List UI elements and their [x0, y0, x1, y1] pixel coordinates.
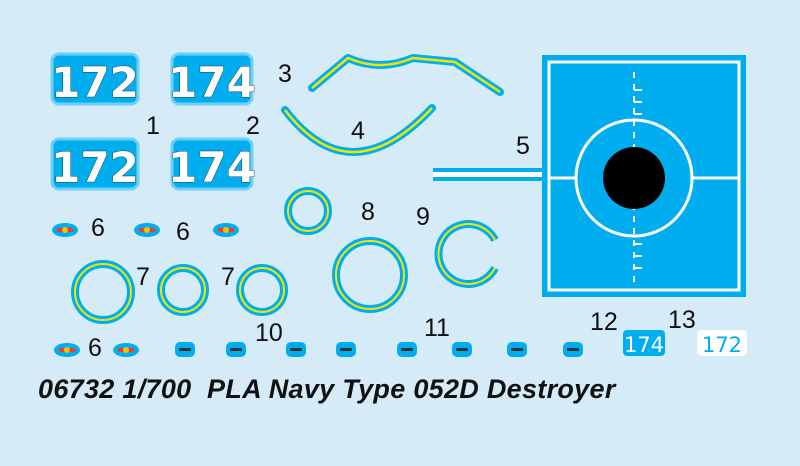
flag-decals: [52, 223, 239, 357]
part-label-11: 11: [424, 314, 450, 342]
sheet-title: 06732 1/700 PLA Navy Type 052D Destroyer: [38, 374, 616, 404]
part-label-6: 6: [91, 214, 105, 242]
part-label-6: 6: [176, 218, 190, 246]
svg-text:172: 172: [51, 143, 139, 192]
part-label-13: 13: [668, 306, 696, 334]
decal-13-172-small: 172: [697, 330, 747, 357]
part-label-9: 9: [416, 203, 430, 231]
decal-172-bottom: 172: [50, 137, 140, 192]
part-label-3: 3: [278, 60, 292, 88]
part-label-8: 8: [361, 198, 375, 226]
part-label-2: 2: [246, 112, 260, 140]
decal-12-174-small: 174: [623, 330, 665, 357]
decal-172-top: 172: [50, 52, 140, 107]
part-label-5: 5: [516, 132, 530, 160]
part-label-7: 7: [136, 263, 150, 291]
part-label-6: 6: [88, 334, 102, 362]
decal-174-bottom: 174: [168, 137, 256, 192]
decal-174-top: 174: [168, 52, 256, 107]
part-label-12: 12: [590, 308, 618, 336]
plate-decals: [175, 342, 583, 357]
part-label-10: 10: [255, 319, 283, 347]
svg-text:172: 172: [51, 58, 139, 107]
svg-text:174: 174: [168, 58, 256, 107]
svg-text:174: 174: [168, 143, 256, 192]
ring-decals: [71, 187, 499, 324]
decal-5-flight-deck: [433, 55, 746, 297]
part-label-1: 1: [146, 112, 160, 140]
svg-text:174: 174: [624, 333, 664, 357]
part-label-4: 4: [351, 117, 365, 145]
part-label-7: 7: [221, 263, 235, 291]
svg-text:172: 172: [702, 333, 742, 357]
